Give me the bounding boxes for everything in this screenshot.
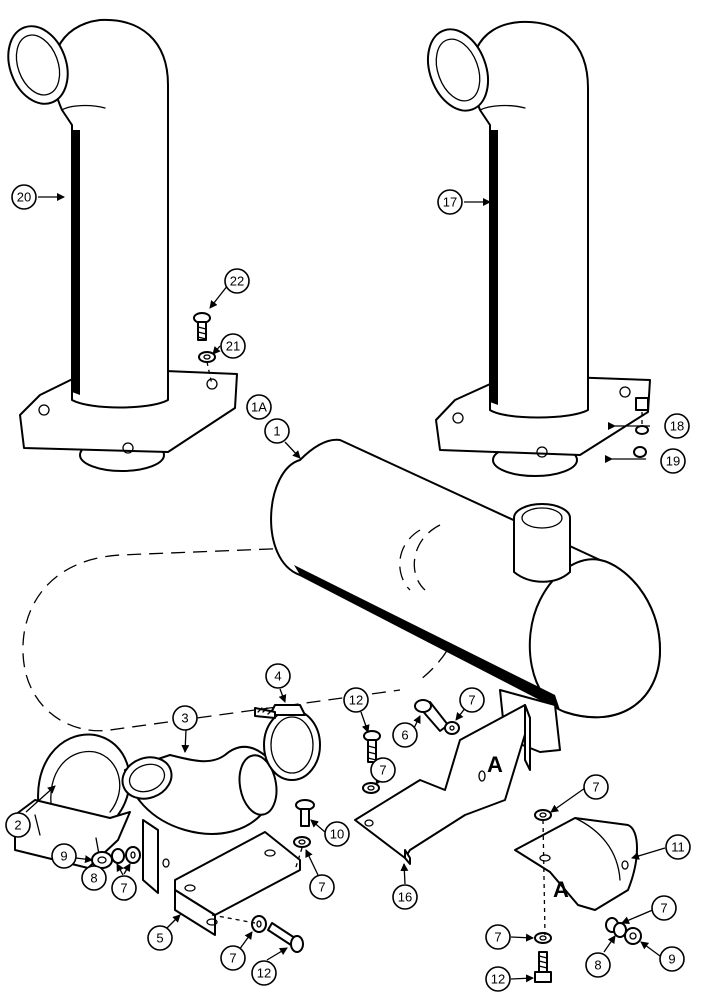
callout-3: 3	[172, 705, 198, 731]
svg-text:12: 12	[349, 693, 363, 708]
callout-8-left: 8	[81, 865, 107, 891]
view-letter-a: A	[553, 877, 569, 902]
mounting-bracket-11	[514, 817, 638, 911]
elbow-pipe	[121, 745, 278, 835]
svg-text:7: 7	[379, 763, 386, 778]
callout-8-right: 8	[585, 952, 611, 978]
svg-text:7: 7	[660, 901, 667, 916]
callout-16: 16	[392, 884, 418, 910]
callout-12-top: 12	[343, 687, 369, 713]
callout-6: 6	[392, 722, 418, 748]
callout-18: 18	[664, 413, 690, 439]
callout-7-d: 7	[309, 874, 335, 900]
nut-9b	[624, 927, 642, 945]
callout-1a: 1A	[246, 394, 272, 420]
svg-text:7: 7	[229, 951, 236, 966]
callout-7-f: 7	[583, 774, 609, 800]
band-clamp	[254, 704, 321, 781]
svg-text:7: 7	[120, 881, 127, 896]
svg-text:18: 18	[670, 419, 684, 434]
exhaust-stack-left	[7, 18, 238, 472]
assembly-lines	[206, 361, 643, 936]
svg-text:20: 20	[17, 190, 31, 205]
support-bracket	[142, 819, 301, 936]
svg-text:17: 17	[443, 195, 457, 210]
bolt-10	[295, 799, 315, 827]
callout-2: 2	[5, 812, 31, 838]
callout-7-e: 7	[220, 945, 246, 971]
svg-text:1A: 1A	[251, 400, 267, 415]
washer-7b	[362, 782, 380, 794]
washer-8a	[111, 848, 125, 864]
svg-text:7: 7	[494, 930, 501, 945]
callout-7-a: 7	[459, 687, 485, 713]
svg-text:8: 8	[594, 958, 601, 973]
svg-text:12: 12	[491, 972, 505, 987]
mounting-bracket-16	[354, 704, 531, 865]
washer-7a	[444, 721, 460, 735]
washer-7e	[251, 915, 267, 933]
svg-text:9: 9	[668, 952, 675, 967]
callout-12-bottom: 12	[485, 966, 511, 992]
callout-7-c: 7	[111, 875, 137, 901]
svg-text:11: 11	[671, 840, 685, 855]
bolt-6	[414, 699, 449, 732]
callout-9-left: 9	[51, 843, 77, 869]
callout-19: 19	[660, 448, 686, 474]
callout-7-b: 7	[370, 757, 396, 783]
washer-7c	[125, 846, 141, 864]
arrow-leader-icon	[25, 193, 666, 983]
svg-text:7: 7	[468, 693, 475, 708]
svg-text:22: 22	[230, 274, 244, 289]
svg-text:4: 4	[274, 669, 281, 684]
callout-1: 1	[264, 418, 290, 444]
callout-4: 4	[265, 663, 291, 689]
washer-8b	[613, 922, 627, 938]
bolt-12c	[534, 951, 552, 983]
washer-7f	[534, 809, 552, 821]
svg-text:5: 5	[156, 931, 163, 946]
callout-5: 5	[147, 925, 173, 951]
nut-19	[633, 446, 647, 458]
callout-9-right: 9	[659, 946, 685, 972]
svg-text:7: 7	[592, 780, 599, 795]
view-letter-a: A	[487, 752, 503, 777]
washer-7h	[534, 932, 552, 944]
bolt-12a	[363, 730, 381, 763]
bolt-12b	[267, 922, 304, 953]
svg-text:2: 2	[14, 818, 21, 833]
callout-20: 20	[11, 184, 37, 210]
svg-text:8: 8	[90, 871, 97, 886]
washer-7d	[293, 836, 311, 848]
svg-text:7: 7	[318, 880, 325, 895]
callout-12-mid: 12	[251, 960, 277, 986]
bolt-22	[193, 312, 211, 341]
svg-text:16: 16	[398, 890, 412, 905]
svg-text:10: 10	[330, 827, 344, 842]
svg-text:12: 12	[257, 966, 271, 981]
washer-18	[635, 397, 649, 435]
callout-22: 22	[224, 268, 250, 294]
u-clamp	[14, 733, 131, 869]
callout-10: 10	[324, 821, 350, 847]
callout-17: 17	[437, 189, 463, 215]
svg-text:1: 1	[273, 424, 280, 439]
muffler	[22, 438, 661, 753]
svg-text:3: 3	[181, 711, 188, 726]
exhaust-stack-right	[427, 20, 651, 477]
svg-text:21: 21	[226, 339, 240, 354]
callout-7-h: 7	[485, 924, 511, 950]
callout-11: 11	[665, 834, 691, 860]
callout-21: 21	[220, 333, 246, 359]
svg-text:19: 19	[666, 454, 680, 469]
svg-text:9: 9	[60, 849, 67, 864]
callout-7-g: 7	[651, 895, 677, 921]
svg-text:6: 6	[401, 728, 408, 743]
